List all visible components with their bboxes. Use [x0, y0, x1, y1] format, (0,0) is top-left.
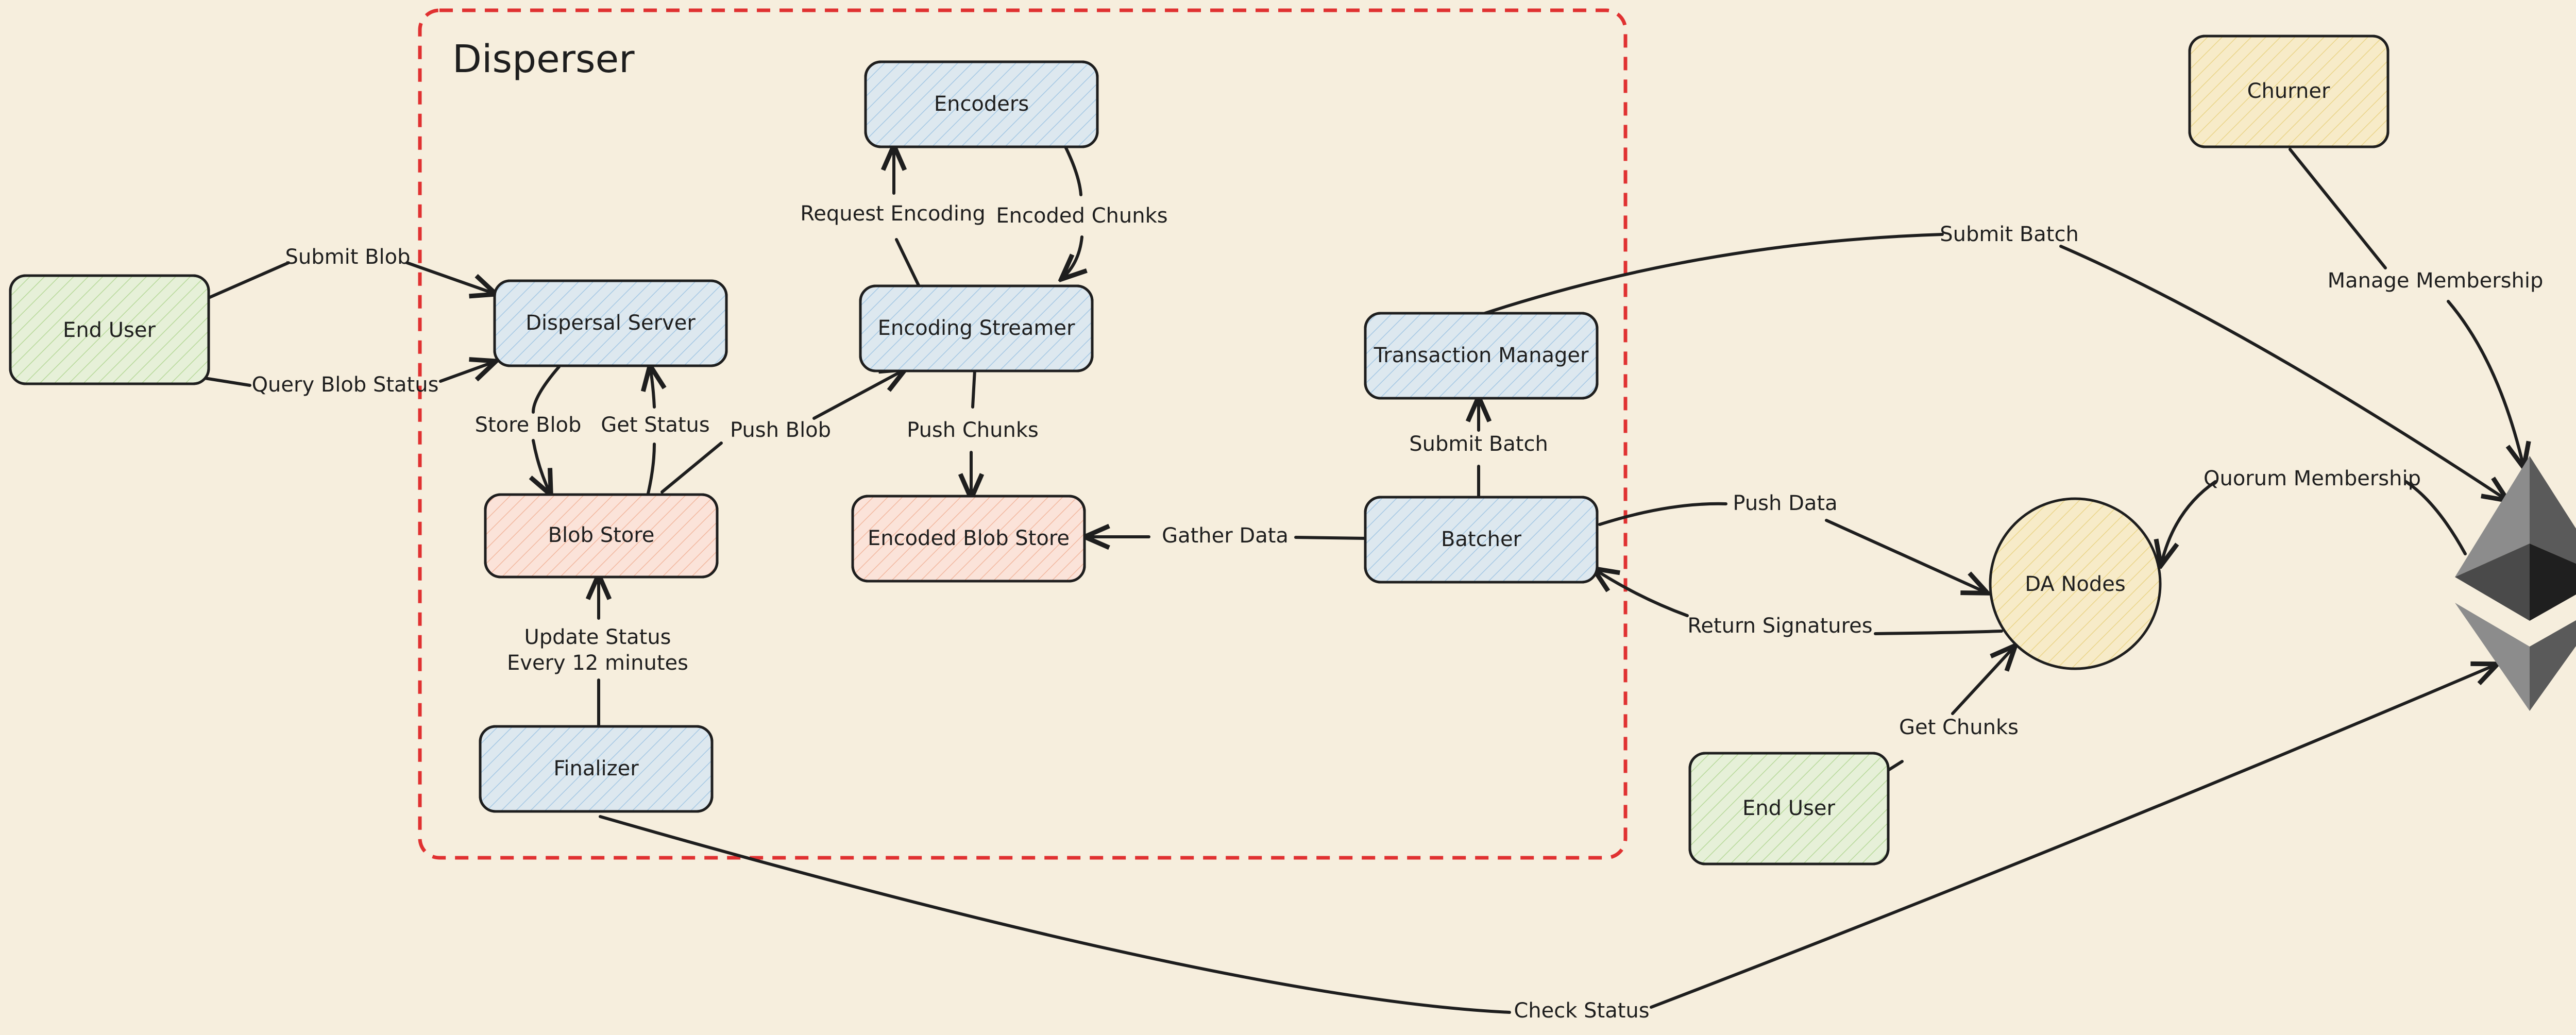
node-dispersal-server[interactable]: Dispersal Server [493, 279, 728, 367]
edge-manage-membership-head [2447, 300, 2523, 466]
node-encoders[interactable]: Encoders [864, 60, 1099, 148]
edge-label-encoded-chunks: Encoded Chunks [996, 204, 1167, 228]
edge-label-manage-membership: Manage Membership [2328, 269, 2544, 293]
edge-submit-batch-chain-head [2059, 245, 2506, 500]
edge-query-blob-status-head [439, 362, 495, 383]
node-encoded-blob-store[interactable]: Encoded Blob Store [851, 495, 1086, 583]
node-end-user-left[interactable]: End User [9, 274, 210, 385]
edge-labels: Submit Blob Query Blob Status Store Blob… [252, 202, 2544, 1023]
node-label: Dispersal Server [526, 311, 696, 335]
edge-quorum-membership-head [2161, 480, 2217, 564]
node-label: Transaction Manager [1374, 344, 1589, 367]
edge-label-gather-data: Gather Data [1162, 524, 1289, 548]
node-da-nodes[interactable]: DA Nodes [1989, 497, 2162, 670]
node-label: Encoders [934, 92, 1029, 116]
edge-manage-membership [2289, 148, 2387, 269]
node-finalizer[interactable]: Finalizer [479, 725, 714, 813]
node-label: End User [63, 318, 156, 342]
edge-label-return-signatures: Return Signatures [1687, 614, 1872, 638]
node-churner[interactable]: Churner [2188, 35, 2389, 148]
edge-submit-blob-head [405, 261, 495, 294]
edge-gather-data [1294, 536, 1367, 540]
node-label: Blob Store [548, 523, 655, 547]
edge-label-quorum-membership: Quorum Membership [2204, 467, 2421, 490]
edge-label-get-status: Get Status [601, 413, 709, 437]
node-transaction-manager[interactable]: Transaction Manager [1364, 312, 1599, 400]
edge-return-signatures [1874, 630, 2003, 635]
edge-label-push-data: Push Data [1733, 491, 1837, 515]
edge-return-signatures-head [1595, 569, 1689, 617]
edge-push-blob-head [812, 370, 904, 420]
edge-encoded-chunks [1064, 145, 1082, 196]
node-blob-store[interactable]: Blob Store [484, 493, 719, 579]
edge-label-update-status: Update Status [524, 625, 671, 649]
node-encoding-streamer[interactable]: Encoding Streamer [859, 284, 1094, 372]
node-label: Batcher [1441, 528, 1522, 551]
edge-get-status [647, 443, 656, 495]
edge-quorum-membership [2404, 480, 2467, 555]
node-end-user-right[interactable]: End User [1688, 752, 1890, 866]
node-label: Encoded Blob Store [868, 527, 1070, 550]
node-label: Churner [2247, 79, 2330, 103]
node-label: Finalizer [553, 757, 639, 781]
node-label: DA Nodes [2025, 572, 2125, 596]
edge-label-store-blob: Store Blob [475, 413, 582, 437]
edge-get-status-head [650, 367, 654, 409]
edge-label-push-chunks: Push Chunks [907, 418, 1039, 442]
edge-get-chunks [1887, 760, 1904, 772]
edge-request-encoding [895, 238, 921, 289]
edge-query-blob-status [197, 376, 251, 387]
edge-label-update-status-interval: Every 12 minutes [507, 651, 688, 675]
node-label: Encoding Streamer [878, 316, 1075, 340]
edge-push-data-head [1825, 519, 1986, 592]
edge-label-submit-batch-chain: Submit Batch [1940, 223, 2079, 246]
edge-push-chunks [971, 368, 976, 409]
edge-submit-batch-chain [1477, 233, 1944, 317]
disperser-boundary [418, 8, 1628, 860]
edge-label-check-status: Check Status [1514, 999, 1649, 1023]
edge-push-blob [660, 442, 723, 494]
edge-submit-blob [207, 261, 290, 299]
edges [197, 145, 2523, 1014]
edge-get-chunks-head [1951, 647, 2014, 715]
edge-label-get-chunks: Get Chunks [1899, 716, 2019, 739]
edge-store-blob-head [533, 439, 550, 494]
edge-label-push-blob: Push Blob [730, 418, 831, 442]
edge-check-status [599, 815, 1511, 1014]
node-label: End User [1742, 796, 1835, 820]
edge-encoded-chunks-head [1062, 235, 1082, 278]
edge-check-status-head [1650, 665, 2496, 1009]
edge-label-query-blob-status: Query Blob Status [252, 373, 439, 397]
edge-store-blob [532, 365, 561, 414]
disperser-group: Disperser [418, 8, 1628, 860]
edge-label-submit-batch-tm: Submit Batch [1409, 432, 1548, 456]
disperser-title: Disperser [452, 37, 635, 81]
nodes: End User Dispersal Server Blob Store Fin… [9, 35, 2576, 866]
edge-label-submit-blob: Submit Blob [285, 245, 410, 269]
node-batcher[interactable]: Batcher [1364, 496, 1599, 584]
edge-label-request-encoding: Request Encoding [800, 202, 986, 226]
ethereum-icon [2455, 456, 2576, 711]
edge-push-data [1598, 502, 1727, 526]
